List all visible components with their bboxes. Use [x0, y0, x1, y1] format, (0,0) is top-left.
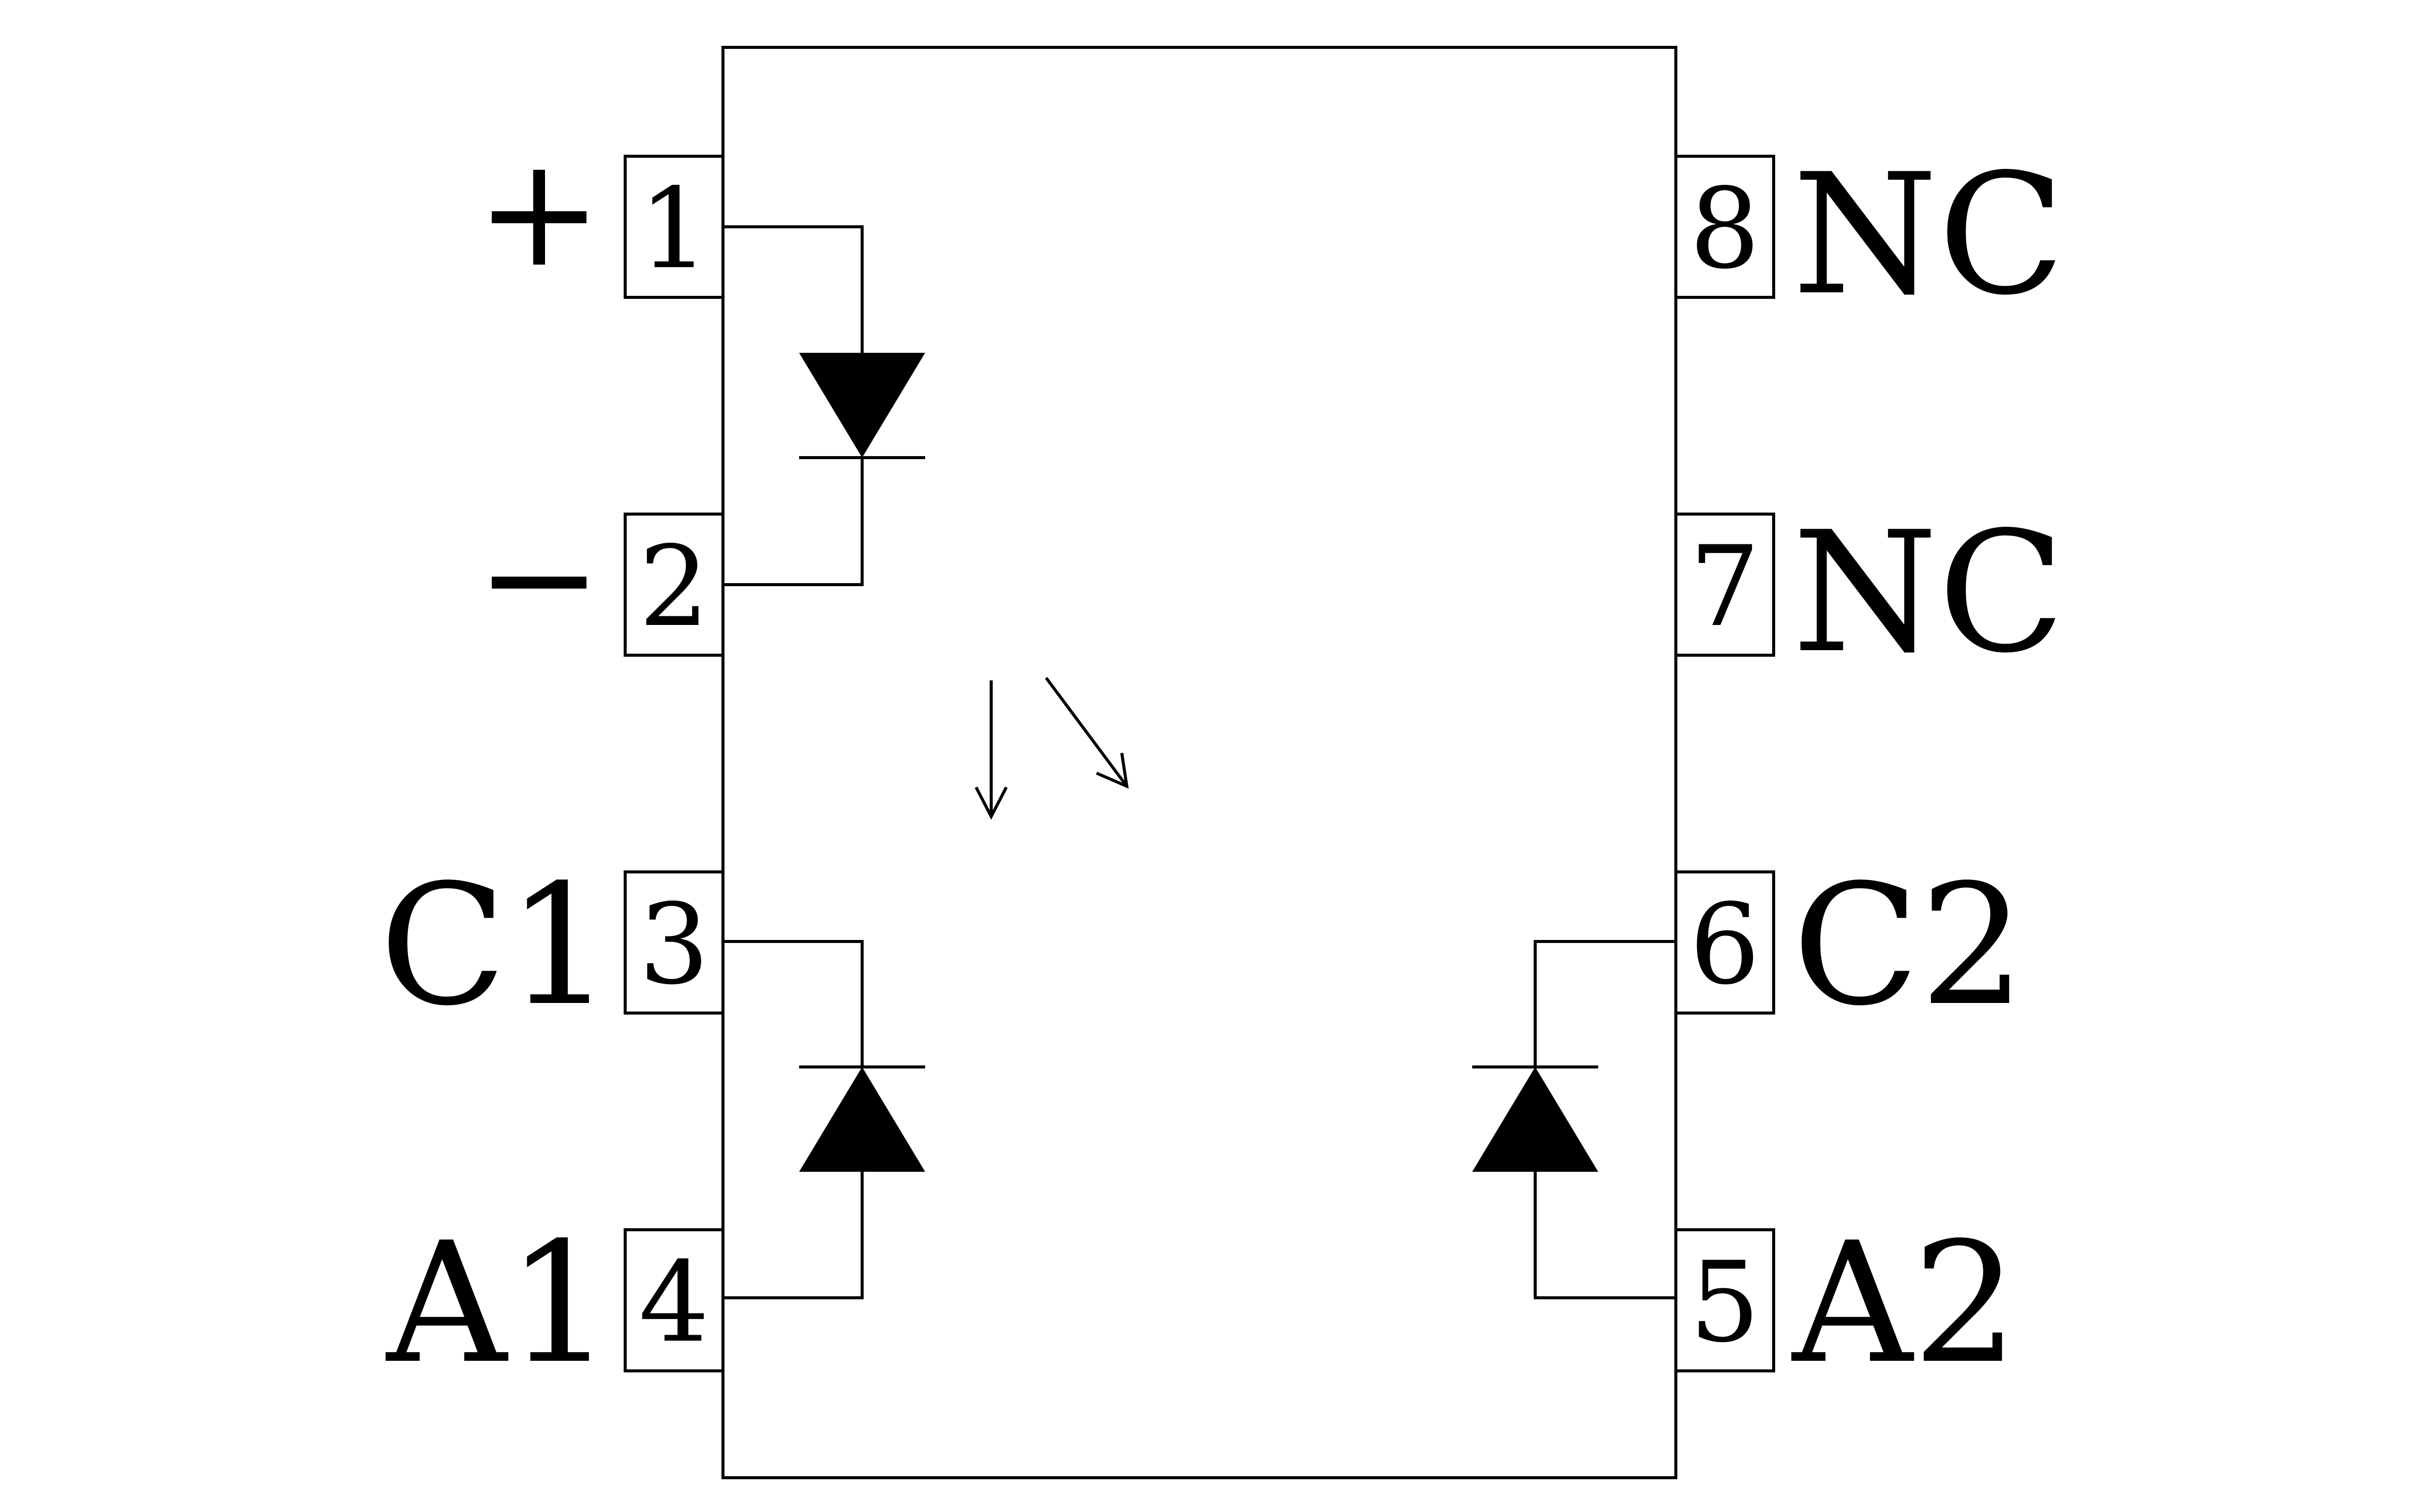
arrow-diag-shaft — [1045, 677, 1128, 787]
light-emission-arrows — [975, 677, 1129, 820]
pin-3-label: C1 — [380, 849, 613, 1042]
pin-8-number: 8 — [1689, 164, 1760, 293]
pin-4-label: A1 — [384, 1207, 613, 1400]
pin-7-number: 7 — [1689, 522, 1760, 651]
pin-8-box — [1674, 155, 1775, 299]
pd1-triangle — [799, 1067, 925, 1172]
pin-8: 8 NC — [1674, 138, 2065, 332]
pin-6-label: C2 — [1792, 849, 2025, 1042]
pin-7: 7 NC — [1674, 496, 2065, 689]
pin-4: 4 A1 — [384, 1207, 724, 1400]
pin-1: 1 + — [476, 124, 724, 300]
pin-6: 6 C2 — [1674, 849, 2025, 1042]
pd1-cathode-wire — [723, 940, 864, 1067]
led-triangle — [799, 353, 925, 458]
pin-2-label: − — [476, 490, 602, 666]
led-anode-wire — [723, 225, 864, 353]
pin-3: 3 C1 — [380, 849, 724, 1042]
led-diode — [723, 225, 925, 586]
pin-4-box — [624, 1228, 724, 1372]
photodiode-2 — [1472, 940, 1676, 1299]
pd2-cathode-wire — [1534, 940, 1676, 1067]
pin-5-label: A2 — [1790, 1207, 2018, 1400]
pin-1-number: 1 — [639, 164, 709, 293]
pin-5: 5 A2 — [1674, 1207, 2018, 1400]
pd2-anode-wire — [1534, 1172, 1676, 1299]
pin-7-box — [1674, 513, 1775, 657]
arrow-down-head — [975, 786, 1008, 820]
pin-4-number: 4 — [639, 1238, 709, 1367]
pin-3-number: 3 — [639, 880, 709, 1009]
pin-5-box — [1674, 1228, 1775, 1372]
pin-6-number: 6 — [1689, 880, 1760, 1009]
pin-2: 2 − — [476, 490, 724, 666]
pin-5-number: 5 — [1689, 1238, 1760, 1367]
pd1-anode-wire — [723, 1172, 864, 1299]
pin-2-number: 2 — [639, 522, 709, 651]
pd2-triangle — [1472, 1067, 1598, 1172]
pin-7-label: NC — [1792, 496, 2065, 689]
photodiode-1 — [723, 940, 925, 1299]
pin-1-label: + — [476, 124, 602, 300]
led-cathode-wire — [723, 458, 864, 586]
arrow-diag-head — [1096, 752, 1129, 789]
ic-package-body — [721, 46, 1677, 1479]
pin-8-label: NC — [1792, 138, 2065, 332]
